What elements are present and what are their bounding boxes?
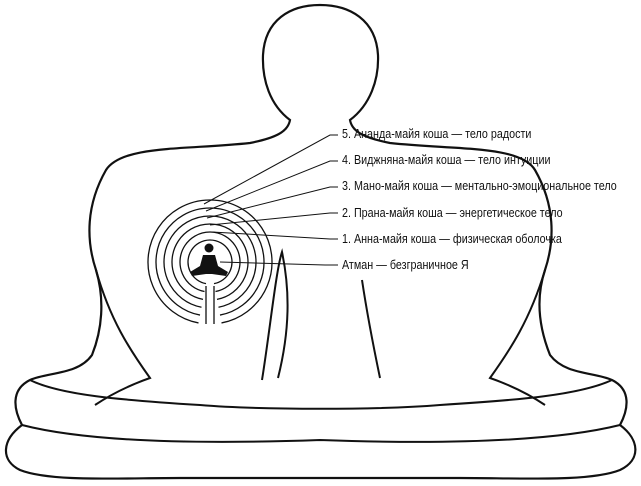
- left-arm-line: [94, 269, 152, 406]
- kosha-ring: [147, 199, 273, 324]
- label-pranamaya: 2. Прана-майя коша — энергетическое тело: [342, 206, 563, 220]
- right-arm-line: [488, 269, 546, 406]
- kosha-ring: [171, 223, 249, 300]
- label-manomaya: 3. Мано-майя коша — ментально-эмоциональ…: [342, 179, 617, 193]
- leader-line: [219, 261, 338, 266]
- leader-line: [211, 231, 338, 240]
- leader-line: [203, 134, 338, 205]
- kosha-ring: [163, 215, 257, 308]
- label-vijnanamaya: 4. Виджняна-майя коша — тело интуиции: [342, 153, 551, 167]
- hands-line: [261, 248, 381, 381]
- leader-line: [209, 212, 338, 226]
- label-atman: Атман — безграничное Я: [342, 258, 469, 272]
- leader-lines: [203, 134, 338, 266]
- kosha-ring: [179, 231, 241, 293]
- leader-line: [205, 160, 338, 212]
- kosha-labyrinth: [147, 199, 273, 324]
- label-anandamaya: 5. Ананда-майя коша — тело радости: [342, 127, 532, 141]
- meditating-figure-icon: [190, 243, 228, 276]
- leader-line: [206, 186, 338, 219]
- label-annamaya: 1. Анна-майя коша — физическая оболочка: [342, 232, 562, 246]
- kosha-ring: [155, 207, 265, 316]
- legs-line: [21, 379, 621, 443]
